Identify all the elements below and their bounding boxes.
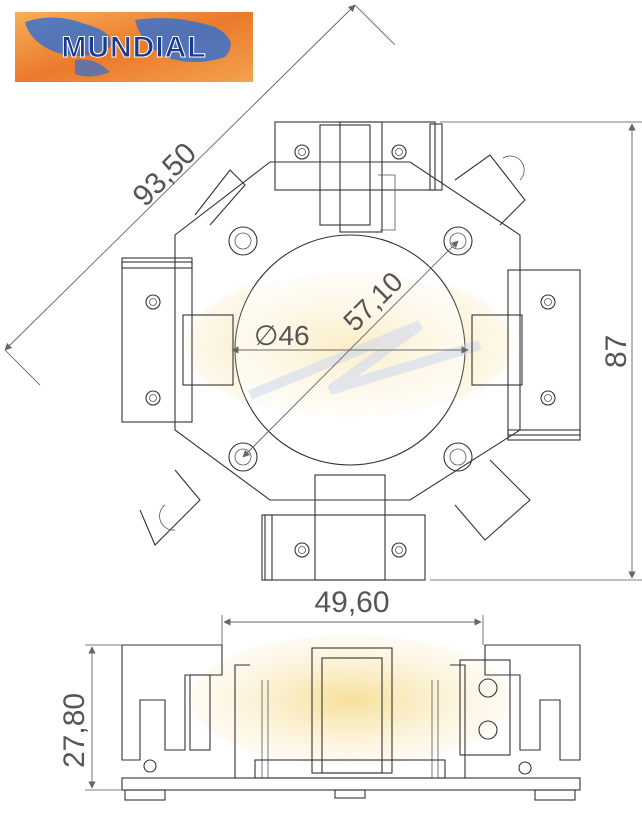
- base-plate: [121, 777, 581, 791]
- corner-notch: [454, 154, 526, 226]
- left-bracket: [121, 644, 223, 761]
- bore-diameter-label: ∅46: [254, 320, 310, 351]
- corner-notch: [194, 169, 246, 226]
- height-label: 87: [600, 335, 633, 368]
- top-view: ∅46 57,10 93,50 87: [4, 4, 642, 581]
- side-view: 49,60 27,80: [58, 586, 581, 801]
- width-label: 49,60: [314, 586, 389, 619]
- thickness-label: 27,80: [58, 693, 91, 768]
- brush-holder-top: [274, 121, 443, 233]
- diagonal-dimension-line: [4, 4, 356, 351]
- right-bracket: [484, 644, 581, 761]
- corner-notch: [139, 469, 201, 546]
- brush-holder-right: [471, 269, 581, 441]
- watermark-ellipse-side: [190, 635, 510, 765]
- diagonal-label: 93,50: [127, 137, 203, 213]
- brush-holder-bottom: [261, 474, 426, 581]
- corner-notch: [454, 459, 531, 541]
